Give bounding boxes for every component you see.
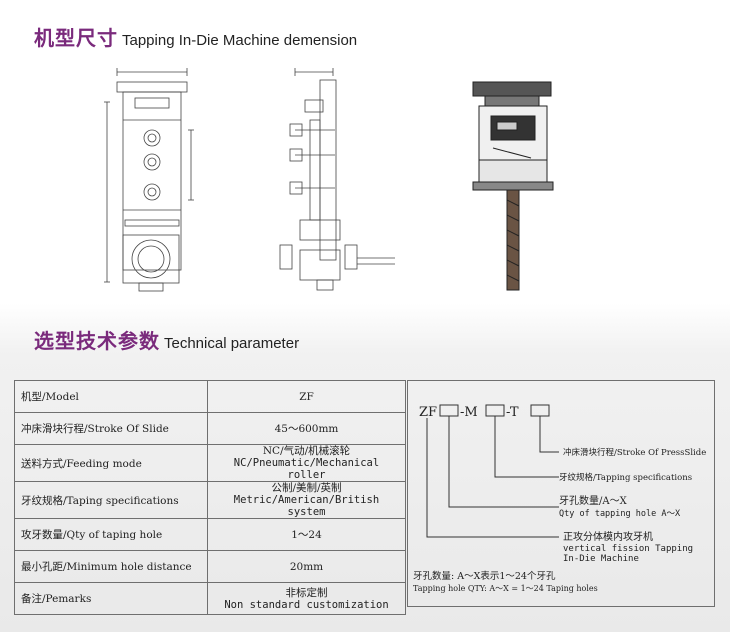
parameter-title-cn: 选型技术参数: [34, 329, 160, 353]
table-row: 最小孔距/Minimum hole distance 20mm: [14, 550, 406, 583]
row-value-text: 1～24: [291, 528, 322, 541]
note-qty-cn: 牙孔数量/A～X: [559, 494, 628, 507]
row-label: 牙纹规格/Taping specifications: [14, 481, 208, 519]
row-label: 送料方式/Feeding mode: [14, 444, 208, 482]
model-code-panel: [407, 380, 715, 607]
code-mid: -M: [460, 405, 478, 420]
table-row: 攻牙数量/Qty of taping hole 1～24: [14, 518, 406, 551]
row-label: 冲床滑块行程/Stroke Of Slide: [14, 412, 208, 445]
footnote-cn: 牙孔数量: A～X表示1～24个牙孔: [413, 570, 556, 582]
code-suffix: -T: [506, 405, 519, 420]
row-label: 备注/Pemarks: [14, 582, 208, 615]
side-view-drawing: [279, 68, 395, 291]
code-prefix: ZF: [419, 405, 437, 420]
dimension-title-en: Tapping In-Die Machine demension: [122, 32, 358, 49]
front-view-drawing: [104, 68, 194, 292]
row-value-text: ZF: [299, 390, 314, 403]
row-value-text-en: NC/Pneumatic/Mechanical roller: [233, 457, 380, 481]
note-machine-en2: In-Die Machine: [563, 554, 639, 564]
spec-table: 机型/Model ZF 冲床滑块行程/Stroke Of Slide 45～60…: [14, 380, 406, 615]
row-value-text-en: Non standard customization: [224, 598, 389, 611]
row-value: 45～600mm: [207, 412, 406, 445]
table-row: 冲床滑块行程/Stroke Of Slide 45～600mm: [14, 412, 406, 445]
note-machine-cn: 正攻分体模内攻牙机: [563, 530, 653, 543]
perspective-view-drawing: [472, 81, 554, 291]
row-value: 20mm: [207, 550, 406, 583]
dimension-title-cn: 机型尺寸: [34, 26, 118, 50]
row-value-text: 20mm: [289, 560, 324, 573]
code-box-stroke: [530, 404, 550, 417]
row-value-text-en: Metric/American/British system: [233, 494, 380, 518]
row-value-text: 公制/美制/英制: [271, 482, 342, 494]
note-machine-en: vertical fission Tapping: [563, 544, 693, 554]
row-value-text: 45～600mm: [274, 422, 339, 435]
row-label: 攻牙数量/Qty of taping hole: [14, 518, 208, 551]
note-qty-en: Qty of tapping hole A～X: [559, 509, 681, 519]
note-spec: 牙纹规格/Tapping specifications: [559, 472, 692, 483]
footnote-en: Tapping hole QTY: A～X = 1～24 Taping hole…: [413, 584, 598, 593]
row-label: 最小孔距/Minimum hole distance: [14, 550, 208, 583]
dimension-section-title: 机型尺寸 Tapping In-Die Machine demension: [34, 22, 357, 51]
leader-lines: [426, 416, 559, 538]
machine-dimension-drawings: [104, 68, 554, 292]
parameter-section-title: 选型技术参数 Technical parameter: [34, 325, 299, 354]
row-value: 1～24: [207, 518, 406, 551]
row-value-text: 非标定制: [285, 586, 328, 599]
model-code-diagram: ZF -M -T 冲床滑块行程/Stroke Of PressSlide 牙纹规…: [413, 404, 706, 593]
code-box-spec: [485, 404, 505, 417]
row-label: 机型/Model: [14, 380, 208, 413]
parameter-title-en: Technical parameter: [164, 335, 300, 352]
row-value-text: NC/气动/机械滚轮: [262, 445, 351, 457]
code-box-qty: [439, 404, 459, 417]
row-value: ZF: [207, 380, 406, 413]
table-row: 机型/Model ZF: [14, 380, 406, 413]
note-stroke: 冲床滑块行程/Stroke Of PressSlide: [563, 447, 706, 458]
